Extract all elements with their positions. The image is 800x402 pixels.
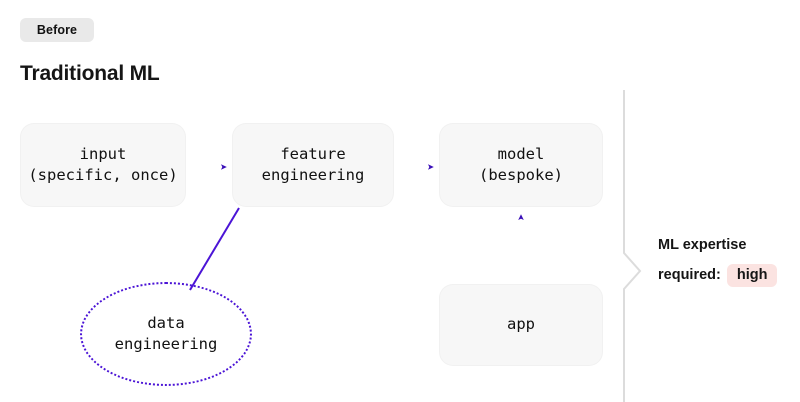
ml-expertise-value-badge: high xyxy=(726,263,778,287)
ml-expertise-label: ML expertise xyxy=(658,237,747,253)
node-data-line1: data xyxy=(147,313,185,332)
node-model[interactable]: model (bespoke) xyxy=(440,124,602,206)
node-app[interactable]: app xyxy=(440,285,602,365)
ml-expertise-summary: ML expertise required: high xyxy=(658,237,778,287)
connector-data-to-feature xyxy=(189,207,240,291)
before-badge-label: Before xyxy=(36,23,78,37)
section-divider-chevron-icon xyxy=(623,90,642,402)
node-feature-line2: engineering xyxy=(261,166,365,184)
node-input-line2: (specific, once) xyxy=(28,166,178,184)
page-title: Traditional ML xyxy=(20,62,160,85)
node-input[interactable]: input (specific, once) xyxy=(21,124,185,206)
node-model-line2: (bespoke) xyxy=(479,166,563,184)
node-data-line2: engineering xyxy=(114,335,218,353)
node-data-engineering[interactable]: data engineering xyxy=(80,282,252,386)
ml-expertise-required-label: required: xyxy=(658,267,721,283)
node-input-line1: input xyxy=(79,144,127,163)
status-badge-before: Before xyxy=(20,18,94,42)
node-app-line1: app xyxy=(507,315,535,334)
node-feature-line1: feature xyxy=(280,144,346,163)
node-model-line1: model xyxy=(497,144,545,163)
ml-expertise-required-row: required: high xyxy=(658,263,778,287)
node-feature-engineering[interactable]: feature engineering xyxy=(233,124,393,206)
